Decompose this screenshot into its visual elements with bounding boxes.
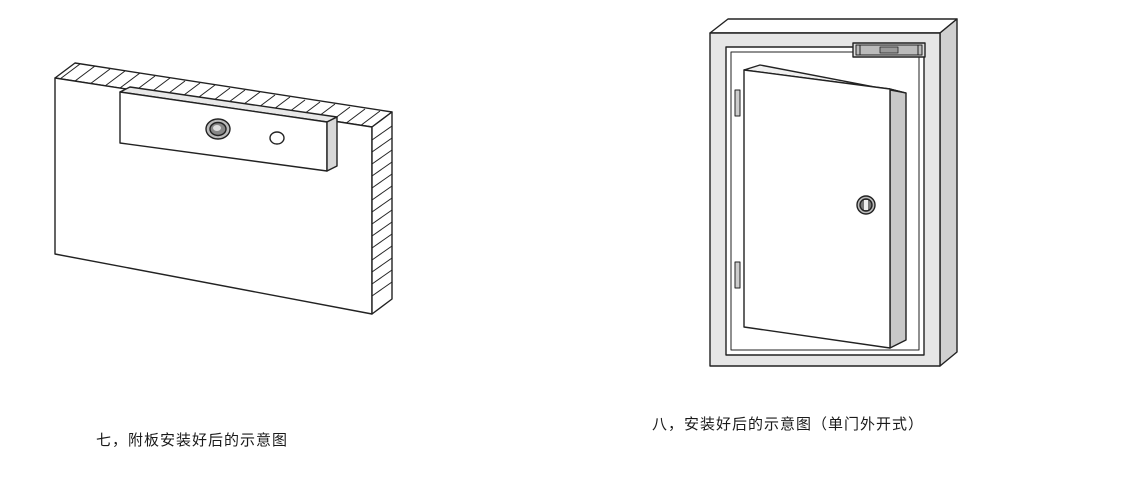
figure-8-caption: 八，安装好后的示意图（单门外开式） <box>652 415 925 433</box>
figure-7-caption: 七，附板安装好后的示意图 <box>96 431 289 449</box>
plate-side <box>326 116 338 172</box>
door-leaf <box>743 69 891 349</box>
plate-hole <box>269 131 285 145</box>
door-edge <box>889 88 907 349</box>
door-illustration <box>709 18 958 367</box>
frame-depth-right <box>939 18 958 367</box>
hinge-bottom-icon <box>734 261 741 289</box>
wall-side-face <box>371 111 393 315</box>
frame-depth-top <box>709 18 958 34</box>
hinge-top-icon <box>734 89 741 117</box>
wall-panel-illustration <box>54 62 393 315</box>
wall-side-hatching <box>371 125 393 297</box>
magnetic-lock-icon <box>852 42 926 58</box>
